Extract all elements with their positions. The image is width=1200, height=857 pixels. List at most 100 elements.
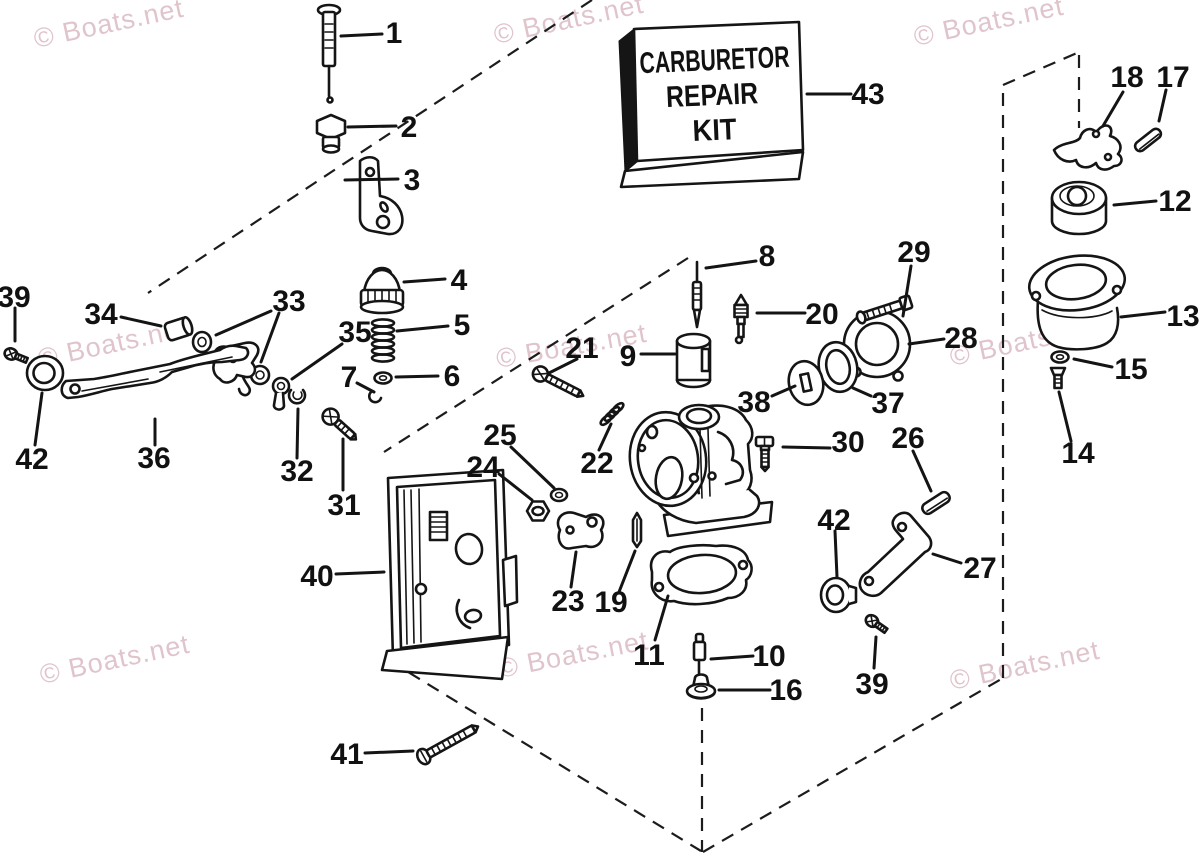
- callout-17-label[interactable]: 17: [1156, 61, 1189, 94]
- callout-7-label[interactable]: 7: [341, 361, 358, 394]
- leader-line-10: [709, 654, 755, 661]
- callout-2-label[interactable]: 2: [401, 111, 418, 144]
- callout-37-label[interactable]: 37: [871, 387, 904, 420]
- part-14-screw: [1049, 366, 1067, 390]
- callout-30-label[interactable]: 30: [831, 426, 864, 459]
- callout-35-label[interactable]: 35: [338, 316, 371, 349]
- callout-15-label[interactable]: 15: [1114, 353, 1147, 386]
- part-18-lever: [1052, 124, 1123, 171]
- part-24-nut: [525, 500, 551, 522]
- callout-40-label[interactable]: 40: [300, 560, 333, 593]
- callout-39-left-label[interactable]: 39: [0, 281, 31, 314]
- leader-line-17: [1157, 88, 1168, 123]
- callout-13-label[interactable]: 13: [1166, 300, 1199, 333]
- part-22-spring: [599, 401, 625, 427]
- callout-42-left-label[interactable]: 42: [15, 443, 48, 476]
- callout-1-label[interactable]: 1: [386, 17, 403, 50]
- part-6-washer: [373, 371, 393, 385]
- kit-boundary-dashed-line: [1002, 51, 1078, 87]
- part-43-kit-box: CARBURETOR REPAIR KIT: [618, 20, 805, 189]
- callout-20-label[interactable]: 20: [805, 298, 838, 331]
- part-7-clip: [368, 390, 383, 404]
- part-19-pin: [631, 511, 643, 549]
- part-carburetor-body: [628, 403, 774, 538]
- kit-box-line-3: KIT: [692, 113, 737, 148]
- leader-line-29: [901, 264, 913, 318]
- leader-line-35: [290, 342, 344, 381]
- kit-box-line-1: CARBURETOR: [639, 41, 791, 81]
- part-34-bushing: [163, 315, 194, 342]
- callout-24-label[interactable]: 24: [466, 451, 500, 484]
- part-3-bracket: [358, 155, 404, 236]
- leader-line-4: [402, 277, 447, 284]
- kit-box-line-2: REPAIR: [665, 77, 759, 114]
- callout-9-label[interactable]: 9: [620, 340, 637, 373]
- callout-3-label[interactable]: 3: [404, 164, 421, 197]
- callout-11-label[interactable]: 11: [633, 639, 665, 672]
- part-23-cam-plate: [556, 511, 605, 550]
- part-28-clamp: [842, 294, 914, 382]
- part-33-washers: [191, 330, 271, 386]
- callout-36-label[interactable]: 36: [137, 442, 170, 475]
- kit-boundary-lines: [147, 0, 1081, 853]
- callout-12-label[interactable]: 12: [1158, 185, 1191, 218]
- callout-14-label[interactable]: 14: [1061, 437, 1095, 470]
- watermark-text: © Boats.net: [495, 625, 650, 684]
- callout-34-label[interactable]: 34: [84, 298, 118, 331]
- callout-32-label[interactable]: 32: [280, 455, 313, 488]
- part-16-grommet: [685, 673, 717, 700]
- callout-4-label[interactable]: 4: [451, 264, 468, 297]
- part-25-washer: [549, 487, 569, 503]
- part-37-seal: [817, 340, 859, 394]
- callout-22-label[interactable]: 22: [580, 447, 613, 480]
- part-10-plunger: [692, 632, 707, 675]
- watermark-text: © Boats.net: [37, 629, 192, 690]
- kit-boundary-dashed-line: [702, 677, 1004, 853]
- watermark-text: © Boats.net: [911, 0, 1066, 52]
- callout-31-label[interactable]: 31: [327, 489, 360, 522]
- callout-28-label[interactable]: 28: [944, 322, 977, 355]
- callout-41-label[interactable]: 41: [330, 738, 363, 771]
- callout-27-label[interactable]: 27: [963, 552, 996, 585]
- callout-43-label[interactable]: 43: [851, 78, 884, 111]
- part-12-cup: [1050, 180, 1108, 236]
- part-9-piston: [675, 332, 712, 389]
- callout-21-label[interactable]: 21: [565, 332, 598, 365]
- callout-23-label[interactable]: 23: [551, 585, 584, 618]
- callout-5-label[interactable]: 5: [454, 309, 471, 342]
- callout-29-label[interactable]: 29: [897, 236, 930, 269]
- part-1-needle: [316, 3, 342, 104]
- callout-26-label[interactable]: 26: [891, 422, 924, 455]
- leader-line-28: [907, 337, 946, 346]
- part-4-knob: [359, 266, 405, 315]
- leader-line-19: [617, 549, 637, 594]
- callout-38-label[interactable]: 38: [737, 386, 770, 419]
- callout-39-right-label[interactable]: 39: [855, 668, 888, 701]
- leader-line-39-right: [872, 635, 878, 670]
- callout-16-label[interactable]: 16: [769, 674, 802, 707]
- leader-line-24: [497, 472, 534, 502]
- part-42-grommet-right: [819, 576, 858, 614]
- leader-line-34: [119, 315, 163, 328]
- part-20-needle-valve: [733, 293, 749, 345]
- part-39-screw-left: [3, 347, 29, 364]
- callout-8-label[interactable]: 8: [759, 240, 776, 273]
- leader-line-12: [1112, 199, 1158, 207]
- callout-25-label[interactable]: 25: [483, 419, 516, 452]
- callout-42-right-label[interactable]: 42: [817, 504, 850, 537]
- callout-33-label[interactable]: 33: [272, 285, 305, 318]
- leader-line-21: [547, 357, 579, 375]
- parts-layer: CARBURETOR REPAIR KIT: [3, 3, 1163, 766]
- callout-18-label[interactable]: 18: [1110, 61, 1143, 94]
- watermark-text: © Boats.net: [947, 635, 1102, 696]
- part-8-needle: [691, 260, 703, 329]
- callout-19-label[interactable]: 19: [594, 586, 627, 619]
- part-2-nut: [315, 113, 347, 154]
- leader-line-8: [704, 259, 758, 270]
- callout-10-label[interactable]: 10: [752, 640, 785, 673]
- callout-6-label[interactable]: 6: [444, 360, 461, 393]
- leader-line-42-right: [833, 529, 839, 579]
- leader-line-25: [509, 445, 556, 490]
